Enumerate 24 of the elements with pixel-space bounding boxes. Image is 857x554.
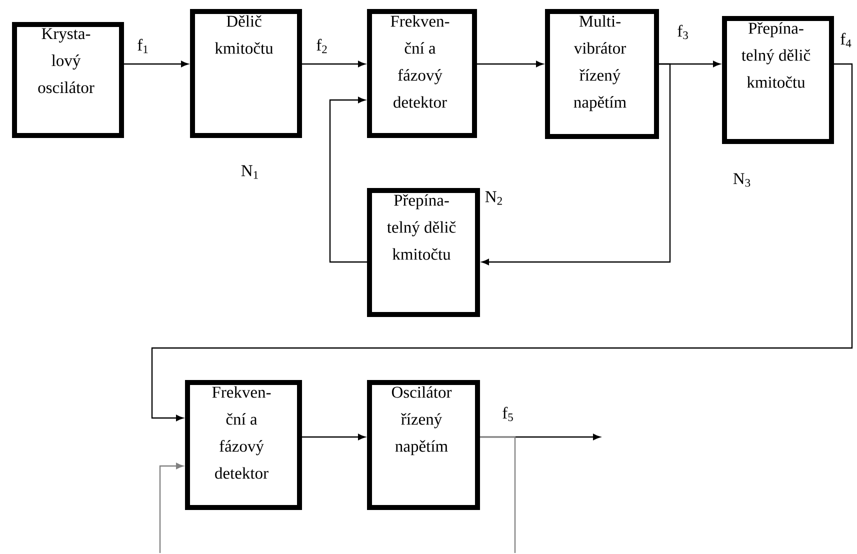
block-box: Krysta- lový oscilátor <box>12 22 124 138</box>
edge-label: f$_{3}$ <box>678 24 688 40</box>
block-box: Oscilátor řízený napětím <box>367 380 480 510</box>
arrow <box>302 60 366 68</box>
block-box: Frekven- ční a fázový detektor <box>367 9 477 138</box>
edge-label: f$_{1}$ <box>138 38 148 54</box>
divider-label: N$_{3}$ <box>733 173 750 187</box>
arrow <box>302 434 366 440</box>
arrow <box>151 63 853 422</box>
arrow <box>477 60 544 68</box>
edge-label: f$_{2}$ <box>316 38 327 54</box>
edge-label: f$_{5}$ <box>502 406 513 422</box>
arrow <box>482 63 671 266</box>
block-box: Frekven- ční a fázový detektor <box>185 380 302 510</box>
block-box: Dělič kmitočtu <box>190 9 302 138</box>
divider-label: N$_{1}$ <box>241 165 258 179</box>
arrow <box>124 60 188 68</box>
block-box: Přepína- telný dělič kmitočtu <box>722 16 834 144</box>
arrow <box>159 462 184 553</box>
block-box: Přepína- telný dělič kmitočtu <box>367 188 480 317</box>
block-box: Multi- vibrátor řízený napětím <box>545 9 659 139</box>
edge-label: f$_{4}$ <box>840 32 852 48</box>
divider-label: N$_{2}$ <box>485 191 502 205</box>
arrow <box>329 96 367 263</box>
